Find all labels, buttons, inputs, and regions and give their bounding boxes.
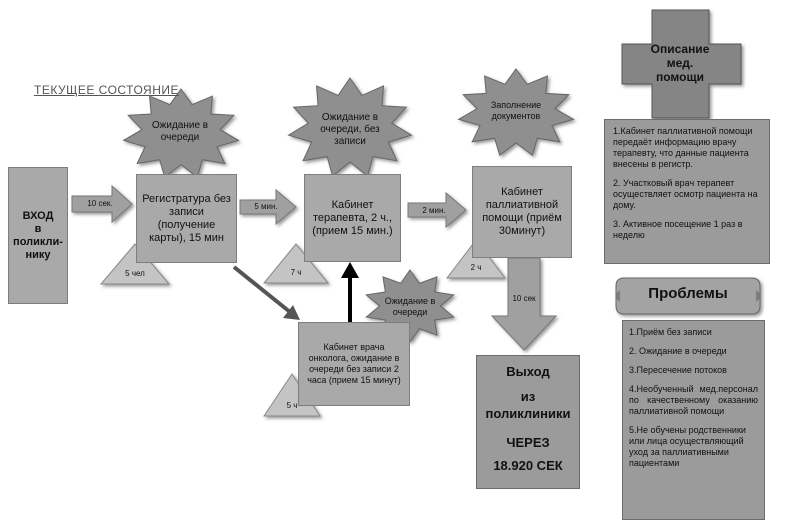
triangle-label-1: 5 чел	[125, 269, 145, 278]
arrow-to-oncologist-head	[283, 305, 300, 320]
registration-box: Регистратура без записи (получение карты…	[136, 174, 237, 263]
flow-arrow-3	[407, 191, 467, 229]
arrow-oncologist-to-therapist-head	[341, 262, 359, 278]
oncologist-text: Кабинет врача онколога, ожидание в очере…	[307, 342, 401, 385]
burst-label-3: Заполнение документов	[490, 100, 542, 121]
burst-label-4: Ожидание в очереди	[384, 296, 436, 317]
description-panel: 1.Кабинет паллиативной помощи передаёт и…	[604, 119, 770, 264]
palliative-box: Кабинет паллиативной помощи (приём 30мин…	[472, 166, 572, 258]
arrow-to-oncologist	[232, 265, 292, 314]
burst-waiting-2	[287, 77, 413, 177]
exit-line-5: 18.920 СЕК	[493, 458, 563, 473]
problem-item: 2. Ожидание в очереди	[629, 346, 727, 356]
entry-box: ВХОД в поликли- нику	[8, 167, 68, 304]
flow-arrow-down	[490, 257, 558, 351]
entry-line-2: в	[34, 222, 42, 235]
inventory-triangle-3	[445, 239, 507, 279]
entry-line-3: поликли-	[13, 235, 63, 248]
problem-item: 1.Приём без записи	[629, 327, 712, 337]
problem-item: 5.Не обучены родственники или лица осуще…	[629, 425, 746, 468]
oncologist-box: Кабинет врача онколога, ожидание в очере…	[298, 322, 410, 406]
triangle-label-2: 7 ч	[290, 268, 302, 277]
problem-item: 4.Необученный мед.персонал по качественн…	[629, 384, 758, 416]
description-item: 2. Участковый врач терапевт осуществляет…	[613, 178, 758, 210]
arrow-label-4: 10 сек	[512, 294, 536, 303]
problems-banner-curl-right	[756, 290, 760, 302]
entry-line-1: ВХОД	[22, 209, 54, 222]
therapist-box: Кабинет терапевта, 2 ч., (прием 15 мин.)	[304, 174, 401, 262]
registration-text: Регистратура без записи (получение карты…	[142, 192, 231, 244]
burst-waiting-1	[122, 88, 240, 179]
exit-line-4: ЧЕРЕЗ	[506, 435, 550, 450]
inventory-triangle-1	[99, 243, 171, 285]
exit-line-3: поликлиники	[485, 406, 571, 421]
description-cross	[621, 9, 742, 119]
arrow-label-1: 10 сек.	[87, 199, 113, 208]
entry-line-4: нику	[25, 248, 51, 261]
burst-documents	[457, 68, 575, 157]
problems-header: Проблемы	[648, 285, 728, 302]
exit-line-2: из	[520, 389, 536, 404]
problems-panel: 1.Приём без записи 2. Ожидание в очереди…	[622, 320, 765, 520]
burst-label-2: Ожидание в очереди, без записи	[320, 112, 380, 147]
arrow-label-2: 5 мин.	[254, 202, 278, 211]
flow-arrow-1	[71, 184, 133, 224]
problems-list: 1.Приём без записи 2. Ожидание в очереди…	[629, 327, 758, 469]
burst-label-1: Ожидание в очереди	[151, 120, 209, 143]
description-header: Описание мед. помощи	[650, 42, 710, 84]
triangle-label-3: 2 ч	[470, 263, 482, 272]
arrow-label-3: 2 мин.	[422, 206, 446, 215]
palliative-text: Кабинет паллиативной помощи (приём 30мин…	[482, 186, 562, 237]
flow-arrow-2	[239, 188, 297, 226]
description-item: 1.Кабинет паллиативной помощи передаёт и…	[613, 126, 753, 169]
exit-box: Выход из поликлиники ЧЕРЕЗ 18.920 СЕК	[476, 355, 580, 489]
inventory-triangle-2	[262, 243, 330, 284]
description-item: 3. Активное посещение 1 раз в неделю	[613, 219, 743, 240]
problems-banner-curl	[616, 290, 620, 302]
therapist-text: Кабинет терапевта, 2 ч., (прием 15 мин.)	[312, 198, 393, 237]
problems-banner	[615, 277, 761, 315]
diagram-title: ТЕКУЩЕЕ СОСТОЯНИЕ	[34, 83, 179, 97]
exit-line-1: Выход	[506, 364, 550, 379]
description-list: 1.Кабинет паллиативной помощи передаёт и…	[613, 126, 761, 241]
problem-item: 3.Пересечение потоков	[629, 365, 727, 375]
triangle-label-4: 5 ч	[286, 401, 298, 410]
